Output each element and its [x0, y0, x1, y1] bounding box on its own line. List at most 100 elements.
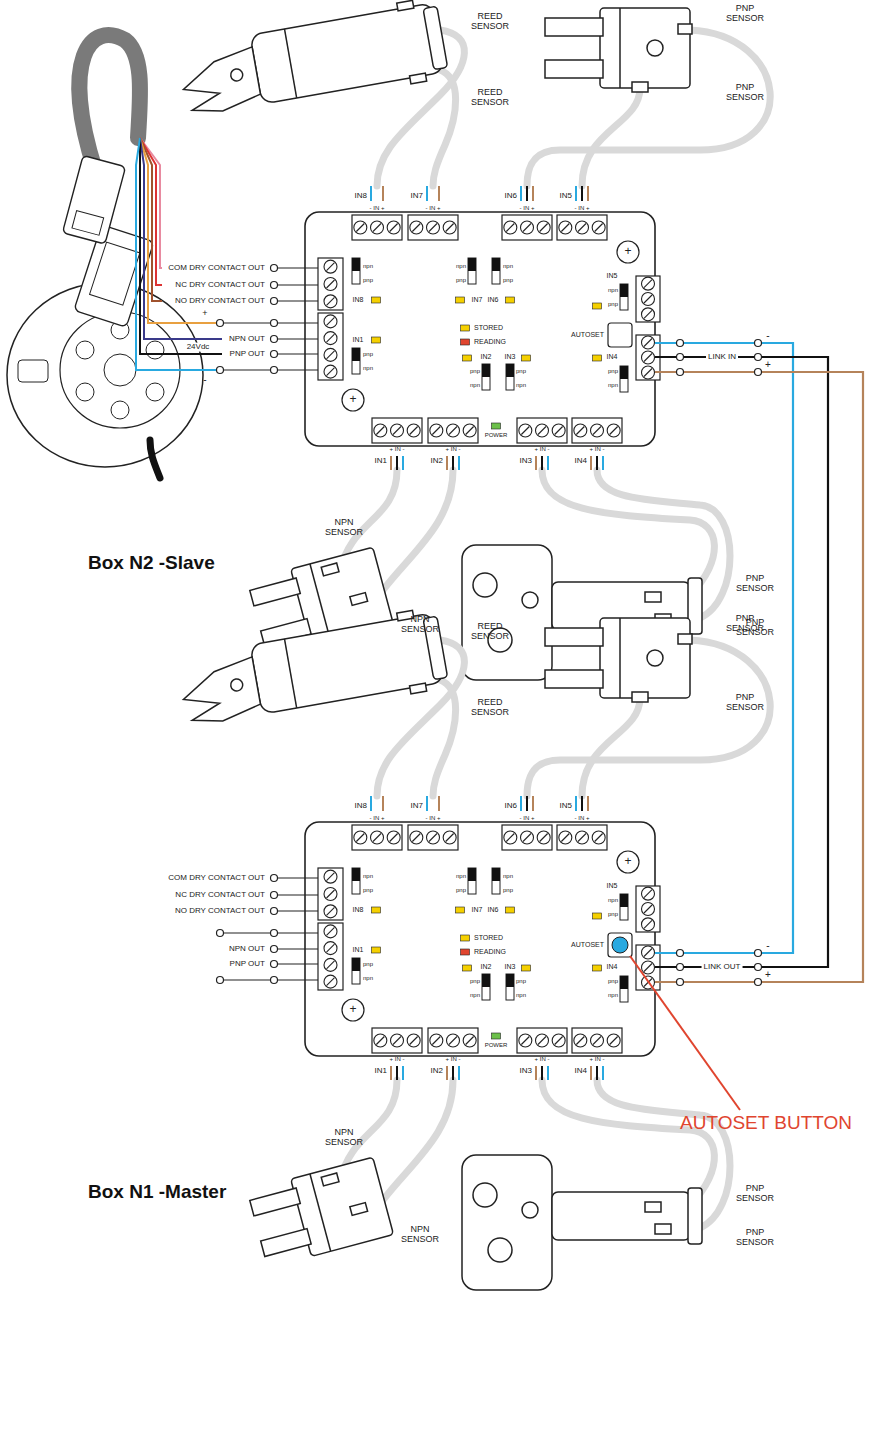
label: pnp [456, 887, 466, 894]
label: npn [363, 873, 373, 880]
label: pnp [363, 277, 373, 284]
label: npn [608, 287, 618, 294]
label: IN7 [411, 192, 423, 201]
label: pnp [470, 368, 480, 375]
label: AUTOSET BUTTON [680, 1113, 852, 1134]
label: IN3 [505, 353, 516, 361]
label: - [766, 940, 769, 951]
label: npn [516, 382, 526, 389]
label: + IN - [446, 446, 461, 453]
label: PNP SENSOR [720, 693, 770, 713]
label: IN6 [505, 192, 517, 201]
label: LINK IN [706, 353, 738, 362]
label: REED SENSOR [465, 88, 515, 108]
label: + IN - [535, 446, 550, 453]
label: READING [474, 338, 506, 346]
label: LINK OUT [702, 963, 743, 972]
label: - IN + [520, 205, 535, 212]
label: PNP SENSOR [720, 4, 770, 24]
label: + IN - [590, 1056, 605, 1063]
label: NPN SENSOR [395, 615, 445, 635]
label: + [349, 1003, 356, 1016]
label: PNP SENSOR [720, 614, 770, 634]
label: npn [456, 263, 466, 270]
label: IN2 [481, 353, 492, 361]
label: + [765, 359, 771, 370]
label: pnp [363, 887, 373, 894]
link-wire [655, 343, 793, 953]
label: IN1 [375, 457, 387, 466]
label: PNP OUT [230, 960, 265, 969]
label: + IN - [535, 1056, 550, 1063]
label: POWER [485, 432, 508, 439]
label: + [349, 393, 356, 406]
label: PNP SENSOR [730, 1228, 780, 1248]
label: - IN + [575, 815, 590, 822]
label: REED SENSOR [465, 12, 515, 32]
label: npn [608, 382, 618, 389]
label: COM DRY CONTACT OUT [168, 874, 265, 883]
label: IN2 [481, 963, 492, 971]
label: IN7 [472, 906, 483, 914]
label: IN7 [411, 802, 423, 811]
label: pnp [456, 277, 466, 284]
label: pnp [363, 961, 373, 968]
label: STORED [474, 934, 503, 942]
label: NO DRY CONTACT OUT [175, 297, 265, 306]
label: NPN SENSOR [319, 1128, 369, 1148]
label: pnp [608, 911, 618, 918]
label: STORED [474, 324, 503, 332]
label: AUTOSET [571, 941, 604, 949]
label: - IN + [575, 205, 590, 212]
label: PNP SENSOR [720, 83, 770, 103]
box-heading: Box N2 -Slave [88, 552, 215, 574]
label: IN5 [560, 192, 572, 201]
label: + IN - [590, 446, 605, 453]
label: pnp [608, 368, 618, 375]
label: IN2 [431, 457, 443, 466]
label: - [203, 374, 206, 385]
label: IN8 [353, 906, 364, 914]
label: + IN - [390, 446, 405, 453]
label: COM DRY CONTACT OUT [168, 264, 265, 273]
label: npn [503, 263, 513, 270]
label: IN6 [505, 802, 517, 811]
tool-changer [7, 35, 222, 478]
label: IN4 [575, 457, 587, 466]
label: IN8 [355, 192, 367, 201]
label: npn [363, 263, 373, 270]
label: npn [503, 873, 513, 880]
label: IN5 [607, 272, 618, 280]
label: PNP OUT [230, 350, 265, 359]
label: pnp [516, 368, 526, 375]
label: NPN SENSOR [395, 1225, 445, 1245]
label: IN6 [488, 296, 499, 304]
label: - IN + [370, 205, 385, 212]
label: IN5 [560, 802, 572, 811]
label: IN8 [353, 296, 364, 304]
label: IN4 [607, 353, 618, 361]
label: + [202, 309, 207, 319]
label: IN8 [355, 802, 367, 811]
label: IN7 [472, 296, 483, 304]
label: REED SENSOR [465, 622, 515, 642]
label: PNP SENSOR [730, 1184, 780, 1204]
label: IN2 [431, 1067, 443, 1076]
label: IN3 [520, 1067, 532, 1076]
label: AUTOSET [571, 331, 604, 339]
label: IN6 [488, 906, 499, 914]
label: IN1 [353, 946, 364, 954]
label: IN1 [353, 336, 364, 344]
label: READING [474, 948, 506, 956]
label: NC DRY CONTACT OUT [175, 891, 265, 900]
label: IN4 [607, 963, 618, 971]
label: NPN OUT [229, 335, 265, 344]
label: REED SENSOR [465, 698, 515, 718]
label: + [765, 969, 771, 980]
box-heading: Box N1 -Master [88, 1181, 226, 1203]
label: NPN OUT [229, 945, 265, 954]
label: pnp [470, 978, 480, 985]
label: pnp [363, 351, 373, 358]
